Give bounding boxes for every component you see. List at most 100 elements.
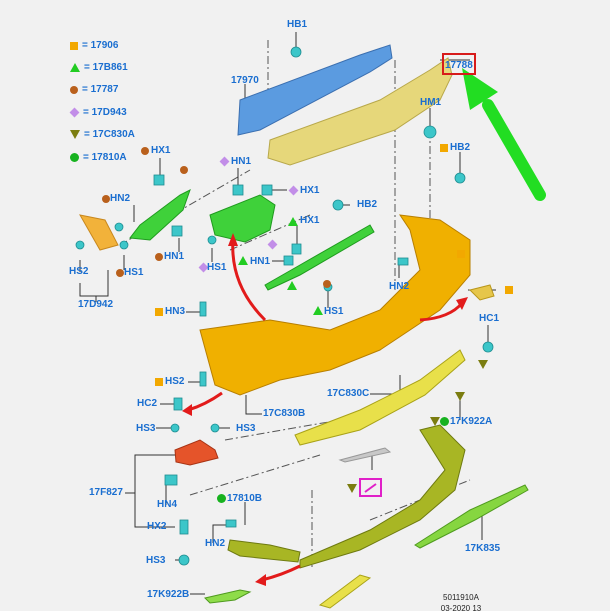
guide-line bbox=[119, 169, 251, 246]
label-hn3[interactable]: HN3 bbox=[165, 306, 186, 317]
pointer-arrow-icon bbox=[462, 68, 546, 201]
legend-text: = 17C830A bbox=[84, 129, 135, 140]
label-17d942[interactable]: 17D942 bbox=[78, 299, 114, 310]
diagram-date: 03-2020 13 bbox=[440, 604, 482, 613]
label-hx1-green[interactable]: HX1 bbox=[300, 215, 320, 226]
lower-strip-bottom bbox=[318, 574, 372, 609]
arrowhead bbox=[255, 574, 266, 586]
circle-brown-icon bbox=[102, 195, 110, 203]
label-hs1-left[interactable]: HS1 bbox=[124, 267, 144, 278]
square-orange-icon bbox=[440, 144, 448, 152]
label-hs1-mid[interactable]: HS1 bbox=[207, 262, 227, 273]
label-hx1-mid[interactable]: HX1 bbox=[300, 185, 320, 196]
circle-green-icon bbox=[70, 153, 79, 162]
label-hn2-bottom[interactable]: HN2 bbox=[205, 538, 226, 549]
fastener-hs2-mid bbox=[199, 371, 207, 387]
bracket-strip-green bbox=[264, 224, 375, 291]
triangle-down-olive-icon bbox=[455, 392, 465, 401]
label-17k922a[interactable]: 17K922A bbox=[450, 416, 493, 427]
circle-brown-icon bbox=[180, 166, 188, 174]
label-hs2-mid[interactable]: HS2 bbox=[165, 376, 185, 387]
fastener-hn3 bbox=[199, 301, 207, 317]
fastener-hn1-left bbox=[171, 225, 183, 237]
legend-item: = 17810A bbox=[70, 152, 127, 163]
arrowhead bbox=[456, 297, 468, 310]
triangle-green-icon bbox=[238, 256, 248, 265]
trim-piece-17k922b bbox=[204, 589, 252, 604]
label-17c830b[interactable]: 17C830B bbox=[263, 408, 306, 419]
sensor-icon bbox=[364, 483, 377, 493]
sensor-box-icon bbox=[359, 478, 382, 497]
fastener-hx1-left bbox=[153, 174, 165, 186]
triangle-down-olive-icon bbox=[70, 130, 80, 139]
legend-text: = 17D943 bbox=[83, 107, 127, 118]
legend-item: = 17906 bbox=[70, 40, 118, 51]
fastener-hb1 bbox=[290, 46, 302, 58]
fastener-hc2 bbox=[173, 397, 183, 411]
label-hs2-left[interactable]: HS2 bbox=[69, 266, 89, 277]
trim-strip-17k835 bbox=[414, 484, 529, 549]
label-17k922b[interactable]: 17K922B bbox=[147, 589, 190, 600]
fastener-hm1 bbox=[423, 125, 437, 139]
legend-item: = 17D943 bbox=[69, 107, 127, 118]
fastener-hs1-mid bbox=[207, 235, 217, 245]
diagram-code: 5011910A bbox=[443, 593, 479, 602]
legend-text: = 17906 bbox=[82, 40, 119, 51]
square-orange-icon bbox=[155, 378, 163, 386]
label-17c830c[interactable]: 17C830C bbox=[327, 388, 370, 399]
fastener-hn1-green bbox=[283, 255, 294, 266]
highlight-box: 17788 bbox=[442, 53, 476, 75]
label-17f827[interactable]: 17F827 bbox=[89, 487, 123, 498]
square-orange-icon bbox=[505, 286, 513, 294]
bumper-reinforcement-beam bbox=[237, 44, 393, 136]
triangle-down-olive-icon bbox=[347, 484, 357, 493]
side-bracket-17d942 bbox=[79, 214, 119, 251]
label-hn1-top[interactable]: HN1 bbox=[231, 156, 252, 167]
label-hn2-right[interactable]: HN2 bbox=[389, 281, 410, 292]
triangle-down-olive-icon bbox=[478, 360, 488, 369]
label-hx1-left[interactable]: HX1 bbox=[151, 145, 171, 156]
label-17810b[interactable]: 17810B bbox=[227, 493, 263, 504]
label-hn1-left[interactable]: HN1 bbox=[164, 251, 185, 262]
label-17788[interactable]: 17788 bbox=[445, 60, 473, 71]
circle-brown-icon bbox=[155, 253, 163, 261]
fastener-hs3-left bbox=[170, 423, 180, 433]
label-hm1[interactable]: HM1 bbox=[420, 97, 442, 108]
label-hb2-right[interactable]: HB2 bbox=[450, 142, 471, 153]
label-hs1-green[interactable]: HS1 bbox=[324, 306, 344, 317]
triangle-down-olive-icon bbox=[430, 417, 440, 426]
label-hx2[interactable]: HX2 bbox=[147, 521, 167, 532]
triangle-green-icon bbox=[313, 306, 323, 315]
finisher-strip bbox=[338, 447, 392, 463]
legend-item: = 17B861 bbox=[70, 62, 128, 73]
label-hc2[interactable]: HC2 bbox=[137, 398, 158, 409]
circle-green-icon bbox=[440, 417, 449, 426]
arrowhead bbox=[182, 404, 192, 416]
triangle-green-icon bbox=[70, 63, 80, 72]
label-hn2-left[interactable]: HN2 bbox=[110, 193, 131, 204]
circle-brown-icon bbox=[116, 269, 124, 277]
label-hn1-green[interactable]: HN1 bbox=[250, 256, 271, 267]
triangle-green-icon bbox=[287, 281, 297, 290]
small-bracket-right bbox=[469, 284, 495, 301]
square-orange-icon bbox=[70, 41, 78, 50]
label-hs3-left[interactable]: HS3 bbox=[136, 423, 156, 434]
label-hs3-bottom[interactable]: HS3 bbox=[146, 555, 166, 566]
guide-line bbox=[224, 419, 341, 441]
label-hb1[interactable]: HB1 bbox=[287, 19, 308, 30]
label-hc1[interactable]: HC1 bbox=[479, 313, 500, 324]
legend-item: = 17C830A bbox=[70, 129, 135, 140]
fastener-hx1-green bbox=[291, 243, 302, 255]
lower-deflector-17810b bbox=[227, 539, 301, 563]
lower-trim-17c830c bbox=[294, 349, 466, 446]
legend-text: = 17787 bbox=[82, 84, 119, 95]
diamond-purple-icon bbox=[69, 107, 80, 118]
guide-line bbox=[229, 214, 311, 251]
label-17k835[interactable]: 17K835 bbox=[465, 543, 501, 554]
label-17970[interactable]: 17970 bbox=[231, 75, 259, 86]
label-hs3-right[interactable]: HS3 bbox=[236, 423, 256, 434]
label-hb2-mid[interactable]: HB2 bbox=[357, 199, 378, 210]
label-hn4[interactable]: HN4 bbox=[157, 499, 178, 510]
fastener-hs1-left bbox=[119, 240, 129, 250]
